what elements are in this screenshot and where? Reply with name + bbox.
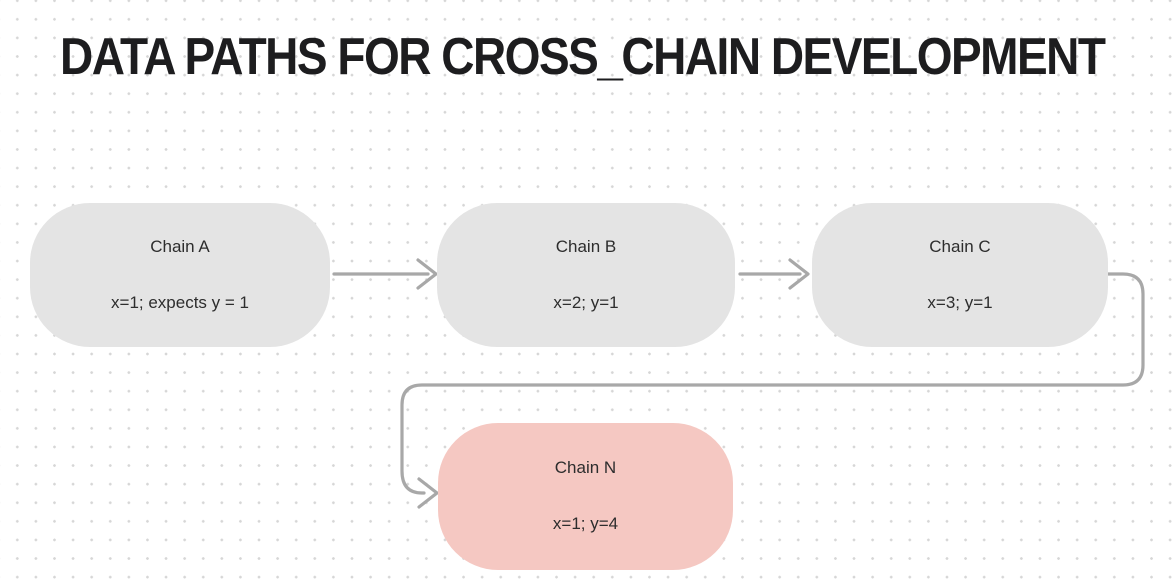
- node-chain-b-label: Chain B: [555, 236, 617, 256]
- node-chain-n-label: Chain N: [554, 458, 617, 478]
- node-chain-a-label: Chain A: [150, 236, 210, 256]
- node-chain-a-value: x=1; expects y = 1: [111, 292, 249, 312]
- node-chain-b: Chain B x=2; y=1: [437, 203, 735, 347]
- node-chain-n-value: x=1; y=4: [552, 514, 619, 533]
- node-chain-b-value: x=2; y=1: [553, 292, 619, 312]
- node-chain-a: Chain A x=1; expects y = 1: [30, 203, 330, 347]
- node-chain-c-label: Chain C: [929, 236, 991, 256]
- node-chain-c: Chain C x=3; y=1: [812, 203, 1108, 347]
- page-title: DATA PATHS FOR CROSS_CHAIN DEVELOPMENT: [60, 27, 1106, 86]
- edge-b-to-c-arrowhead-icon: [788, 258, 810, 290]
- edge-c-to-n-arrowhead-icon: [417, 477, 439, 509]
- node-chain-n: Chain N x=1; y=4: [438, 423, 733, 570]
- edge-a-to-b-arrowhead-icon: [416, 258, 438, 290]
- node-chain-c-value: x=3; y=1: [927, 292, 993, 312]
